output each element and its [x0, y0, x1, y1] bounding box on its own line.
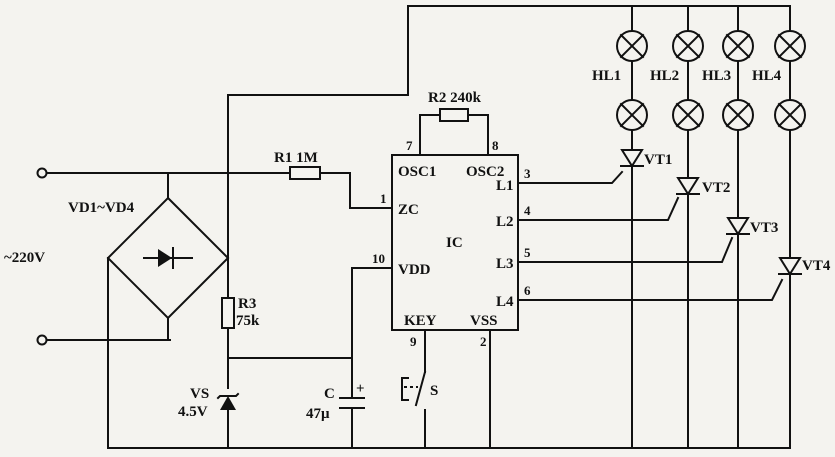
switch-s	[401, 329, 427, 449]
ic-pin-key: KEY	[404, 313, 437, 329]
ic-pin-l1: L1	[496, 178, 514, 194]
r3-name-label: R3	[238, 296, 256, 312]
lamp-supply-rail	[227, 5, 791, 96]
output-lines	[517, 170, 784, 301]
switch-label: S	[430, 383, 438, 399]
c-value-label: 47μ	[306, 406, 330, 422]
ic-pin-l3: L3	[496, 256, 514, 272]
c-polarity-label: +	[356, 381, 365, 397]
lamp-hl3-upper	[722, 30, 754, 62]
triac-vt2	[676, 177, 700, 196]
ic-pin-l4: L4	[496, 294, 514, 310]
ic-pin-zc: ZC	[398, 202, 419, 218]
capacitor-c	[339, 397, 365, 449]
ic-body	[391, 154, 519, 331]
hl3-label: HL3	[702, 68, 731, 84]
r2-label: R2 240k	[428, 90, 482, 106]
pin-number-2: 2	[480, 334, 487, 349]
ic-pin-vdd: VDD	[398, 262, 431, 278]
vs-name-label: VS	[190, 386, 209, 402]
ic-pin-osc1: OSC1	[398, 164, 436, 180]
vt1-label: VT1	[644, 152, 672, 168]
resistor-r2	[419, 108, 489, 156]
pin-number-1: 1	[380, 191, 387, 206]
lamp-hl2-upper	[672, 30, 704, 62]
pin-number-4: 4	[524, 203, 531, 218]
bridge-rectifier	[106, 94, 230, 449]
lamp-hl1-upper	[616, 30, 648, 62]
hl2-label: HL2	[650, 68, 679, 84]
vt4-label: VT4	[802, 258, 831, 274]
pin-number-9: 9	[410, 334, 417, 349]
supply-label: ~220V	[4, 250, 45, 266]
hl1-label: HL1	[592, 68, 621, 84]
hl4-label: HL4	[752, 68, 782, 84]
r1-label: R1 1M	[274, 150, 318, 166]
triac-vt1	[620, 149, 644, 168]
zener-vs	[216, 392, 240, 449]
triac-vt4	[778, 257, 802, 276]
ic-pin-osc2: OSC2	[466, 164, 504, 180]
pin-number-8: 8	[492, 138, 499, 153]
bridge-label: VD1~VD4	[68, 200, 135, 216]
vt3-label: VT3	[750, 220, 778, 236]
pin-number-5: 5	[524, 245, 531, 260]
vt2-label: VT2	[702, 180, 730, 196]
pin-number-3: 3	[524, 166, 531, 181]
pin-number-10: 10	[372, 251, 385, 266]
lamp-hl4-lower	[774, 99, 806, 131]
resistor-r1	[289, 166, 393, 209]
low-voltage-node	[227, 267, 393, 399]
lamp-hl1-lower	[616, 99, 648, 131]
lamp-hl4-upper	[774, 30, 806, 62]
ic-label: IC	[446, 235, 463, 251]
c-name-label: C	[324, 386, 335, 402]
lamp-hl2-lower	[672, 99, 704, 131]
ic-pin-vss: VSS	[470, 313, 498, 329]
vs-value-label: 4.5V	[178, 404, 208, 420]
pin-number-6: 6	[524, 283, 531, 298]
pin-number-7: 7	[406, 138, 413, 153]
ic-pin-l2: L2	[496, 214, 514, 230]
resistor-r3	[221, 257, 235, 359]
triac-vt3	[726, 217, 750, 236]
lamp-hl3-lower	[722, 99, 754, 131]
r3-value-label: 75k	[236, 313, 260, 329]
